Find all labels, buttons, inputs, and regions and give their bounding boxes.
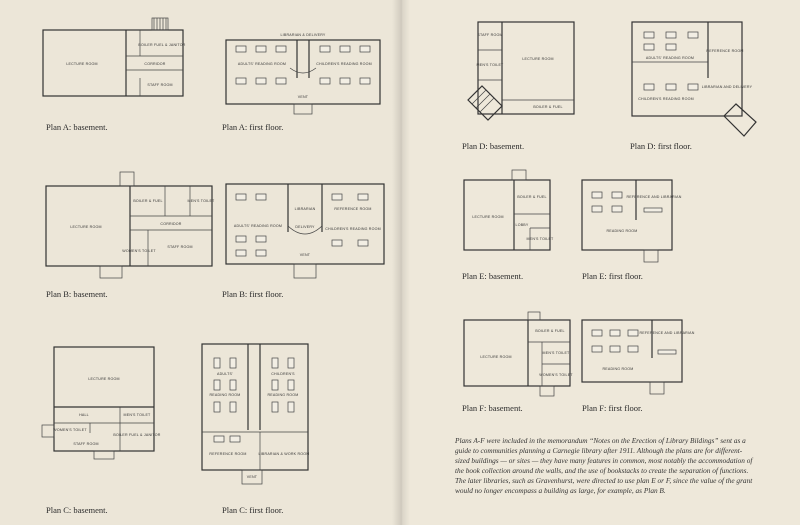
e-basement-lecture-label: LECTURE ROOM <box>472 215 503 219</box>
d-first-childrens-label: CHILDREN'S READING ROOM <box>638 97 694 101</box>
d-basement-boiler-label: BOILER & FUEL <box>533 105 562 109</box>
b-basement-corridor-label: CORRIDOR <box>160 222 181 226</box>
caption-plan-d-first-floor: Plan D: first floor. <box>630 141 692 151</box>
plan-c-basement-drawing: LECTURE ROOM HALL MEN'S TOILET WOMEN'S T… <box>41 346 161 460</box>
b-basement-staff-label: STAFF ROOM <box>167 245 192 249</box>
caption-plan-e-basement: Plan E: basement. <box>462 271 524 281</box>
caption-plan-a-basement: Plan A: basement. <box>46 122 108 132</box>
plan-b-first-floor-drawing: LIBRARIAN REFERENCE ROOM ADULTS' READING… <box>225 183 385 279</box>
c-basement-womens-label: WOMEN'S TOILET <box>53 428 87 432</box>
caption-plan-a-first-floor: Plan A: first floor. <box>222 122 284 132</box>
caption-plan-f-first-floor: Plan F: first floor. <box>582 403 643 413</box>
b-basement-boiler-label: BOILER & FUEL <box>133 199 162 203</box>
caption-plan-c-first-floor: Plan C: first floor. <box>222 505 284 515</box>
right-page <box>400 0 800 525</box>
f-first-reference-label: REFERENCE AND LIBRARIAN <box>639 331 694 335</box>
a-first-librarian-label: LIBRARIAN & DELIVERY <box>280 33 325 37</box>
c-basement-boiler-label: BOILER FUEL & JANITOR <box>113 433 160 437</box>
d-basement-staff-label: STAFF ROOM <box>477 33 502 37</box>
plan-e-first-floor-drawing: REFERENCE AND LIBRARIAN READING ROOM <box>581 179 682 263</box>
c-first-librarian-label: LIBRARIAN & WORK ROOM <box>259 452 310 456</box>
book-gutter <box>392 0 410 525</box>
e-basement-boiler-label: BOILER & FUEL <box>517 195 546 199</box>
plan-f-first-floor-drawing: REFERENCE AND LIBRARIAN READING ROOM <box>581 319 695 395</box>
d-first-adults-label: ADULTS' READING ROOM <box>646 56 694 60</box>
d-basement-mens-label: MEN'S TOILET <box>477 63 505 67</box>
b-basement-mens-label: MEN'S TOILET <box>188 199 216 203</box>
c-first-adults-label: ADULTS' <box>217 372 233 376</box>
plan-c-first-floor-drawing: ADULTS' CHILDREN'S READING ROOM READING … <box>201 343 310 485</box>
a-basement-boiler-label: BOILER FUEL & JANITOR <box>138 43 185 47</box>
a-basement-staff-room-label: STAFF ROOM <box>147 83 172 87</box>
a-basement-corridor-label: CORRIDOR <box>144 62 165 66</box>
b-first-librarian-label: LIBRARIAN <box>295 207 316 211</box>
caption-plan-b-first-floor: Plan B: first floor. <box>222 289 284 299</box>
caption-plan-d-basement: Plan D: basement. <box>462 141 525 151</box>
c-basement-staff-label: STAFF ROOM <box>73 442 98 446</box>
plan-e-basement-drawing: LECTURE ROOM BOILER & FUEL LOBBY MEN'S T… <box>463 169 555 251</box>
d-first-librarian-label: LIBRARIAN AND DELIVERY <box>702 85 753 89</box>
f-basement-lecture-label: LECTURE ROOM <box>480 355 511 359</box>
e-first-reading-label: READING ROOM <box>607 229 638 233</box>
b-first-vent-label: VENT <box>300 253 311 257</box>
b-first-reference-label: REFERENCE ROOM <box>334 207 371 211</box>
c-first-reference-label: REFERENCE ROOM <box>209 452 246 456</box>
plan-a-first-floor-drawing: LIBRARIAN & DELIVERY ADULTS' READING ROO… <box>225 33 381 115</box>
plan-f-basement-drawing: LECTURE ROOM BOILER & FUEL MEN'S TOILET … <box>463 311 573 397</box>
b-basement-lecture-label: LECTURE ROOM <box>70 225 101 229</box>
e-first-reference-label: REFERENCE AND LIBRARIAN <box>626 195 681 199</box>
a-first-adults-label: ADULTS' READING ROOM <box>238 62 286 66</box>
a-first-vent-label: VENT <box>298 95 309 99</box>
plan-a-basement-drawing: LECTURE ROOM BOILER FUEL & JANITOR CORRI… <box>42 17 186 97</box>
c-basement-mens-label: MEN'S TOILET <box>124 413 152 417</box>
b-basement-womens-label: WOMEN'S TOILET <box>122 249 156 253</box>
caption-plan-c-basement: Plan C: basement. <box>46 505 108 515</box>
f-basement-mens-label: MEN'S TOILET <box>543 351 571 355</box>
caption-plan-b-basement: Plan B: basement. <box>46 289 108 299</box>
plan-d-first-floor-drawing: REFERENCE ROOM ADULTS' READING ROOM CHIL… <box>631 21 757 137</box>
c-first-adults-reading-label: READING ROOM <box>210 393 241 397</box>
e-basement-mens-label: MEN'S TOILET <box>527 237 555 241</box>
plan-b-basement-drawing: LECTURE ROOM BOILER & FUEL MEN'S TOILET … <box>45 171 216 279</box>
f-basement-womens-label: WOMEN'S TOILET <box>539 373 573 377</box>
b-first-adults-label: ADULTS' READING ROOM <box>234 224 282 228</box>
caption-plan-e-first-floor: Plan E: first floor. <box>582 271 643 281</box>
c-first-childrens-label: CHILDREN'S <box>271 372 295 376</box>
f-first-reading-label: READING ROOM <box>603 367 634 371</box>
b-first-childrens-label: CHILDREN'S READING ROOM <box>325 227 381 231</box>
c-basement-lecture-label: LECTURE ROOM <box>88 377 119 381</box>
d-basement-lecture-label: LECTURE ROOM <box>522 57 553 61</box>
c-first-childrens-reading-label: READING ROOM <box>268 393 299 397</box>
f-basement-boiler-label: BOILER & FUEL <box>535 329 564 333</box>
e-basement-lobby-label: LOBBY <box>516 223 529 227</box>
a-basement-lecture-room-label: LECTURE ROOM <box>66 62 97 66</box>
a-first-childrens-label: CHILDREN'S READING ROOM <box>316 62 372 66</box>
plan-d-basement-drawing: STAFF ROOM LECTURE ROOM MEN'S TOILET BOI… <box>467 21 575 121</box>
left-page <box>0 0 400 525</box>
c-first-vent-label: VENT <box>247 475 258 479</box>
c-basement-hall-label: HALL <box>79 413 89 417</box>
b-first-delivery-label: DELIVERY <box>295 225 315 229</box>
d-first-reference-label: REFERENCE ROOM <box>706 49 743 53</box>
caption-plan-f-basement: Plan F: basement. <box>462 403 523 413</box>
plans-description-note: Plans A-F were included in the memorandu… <box>455 436 753 495</box>
